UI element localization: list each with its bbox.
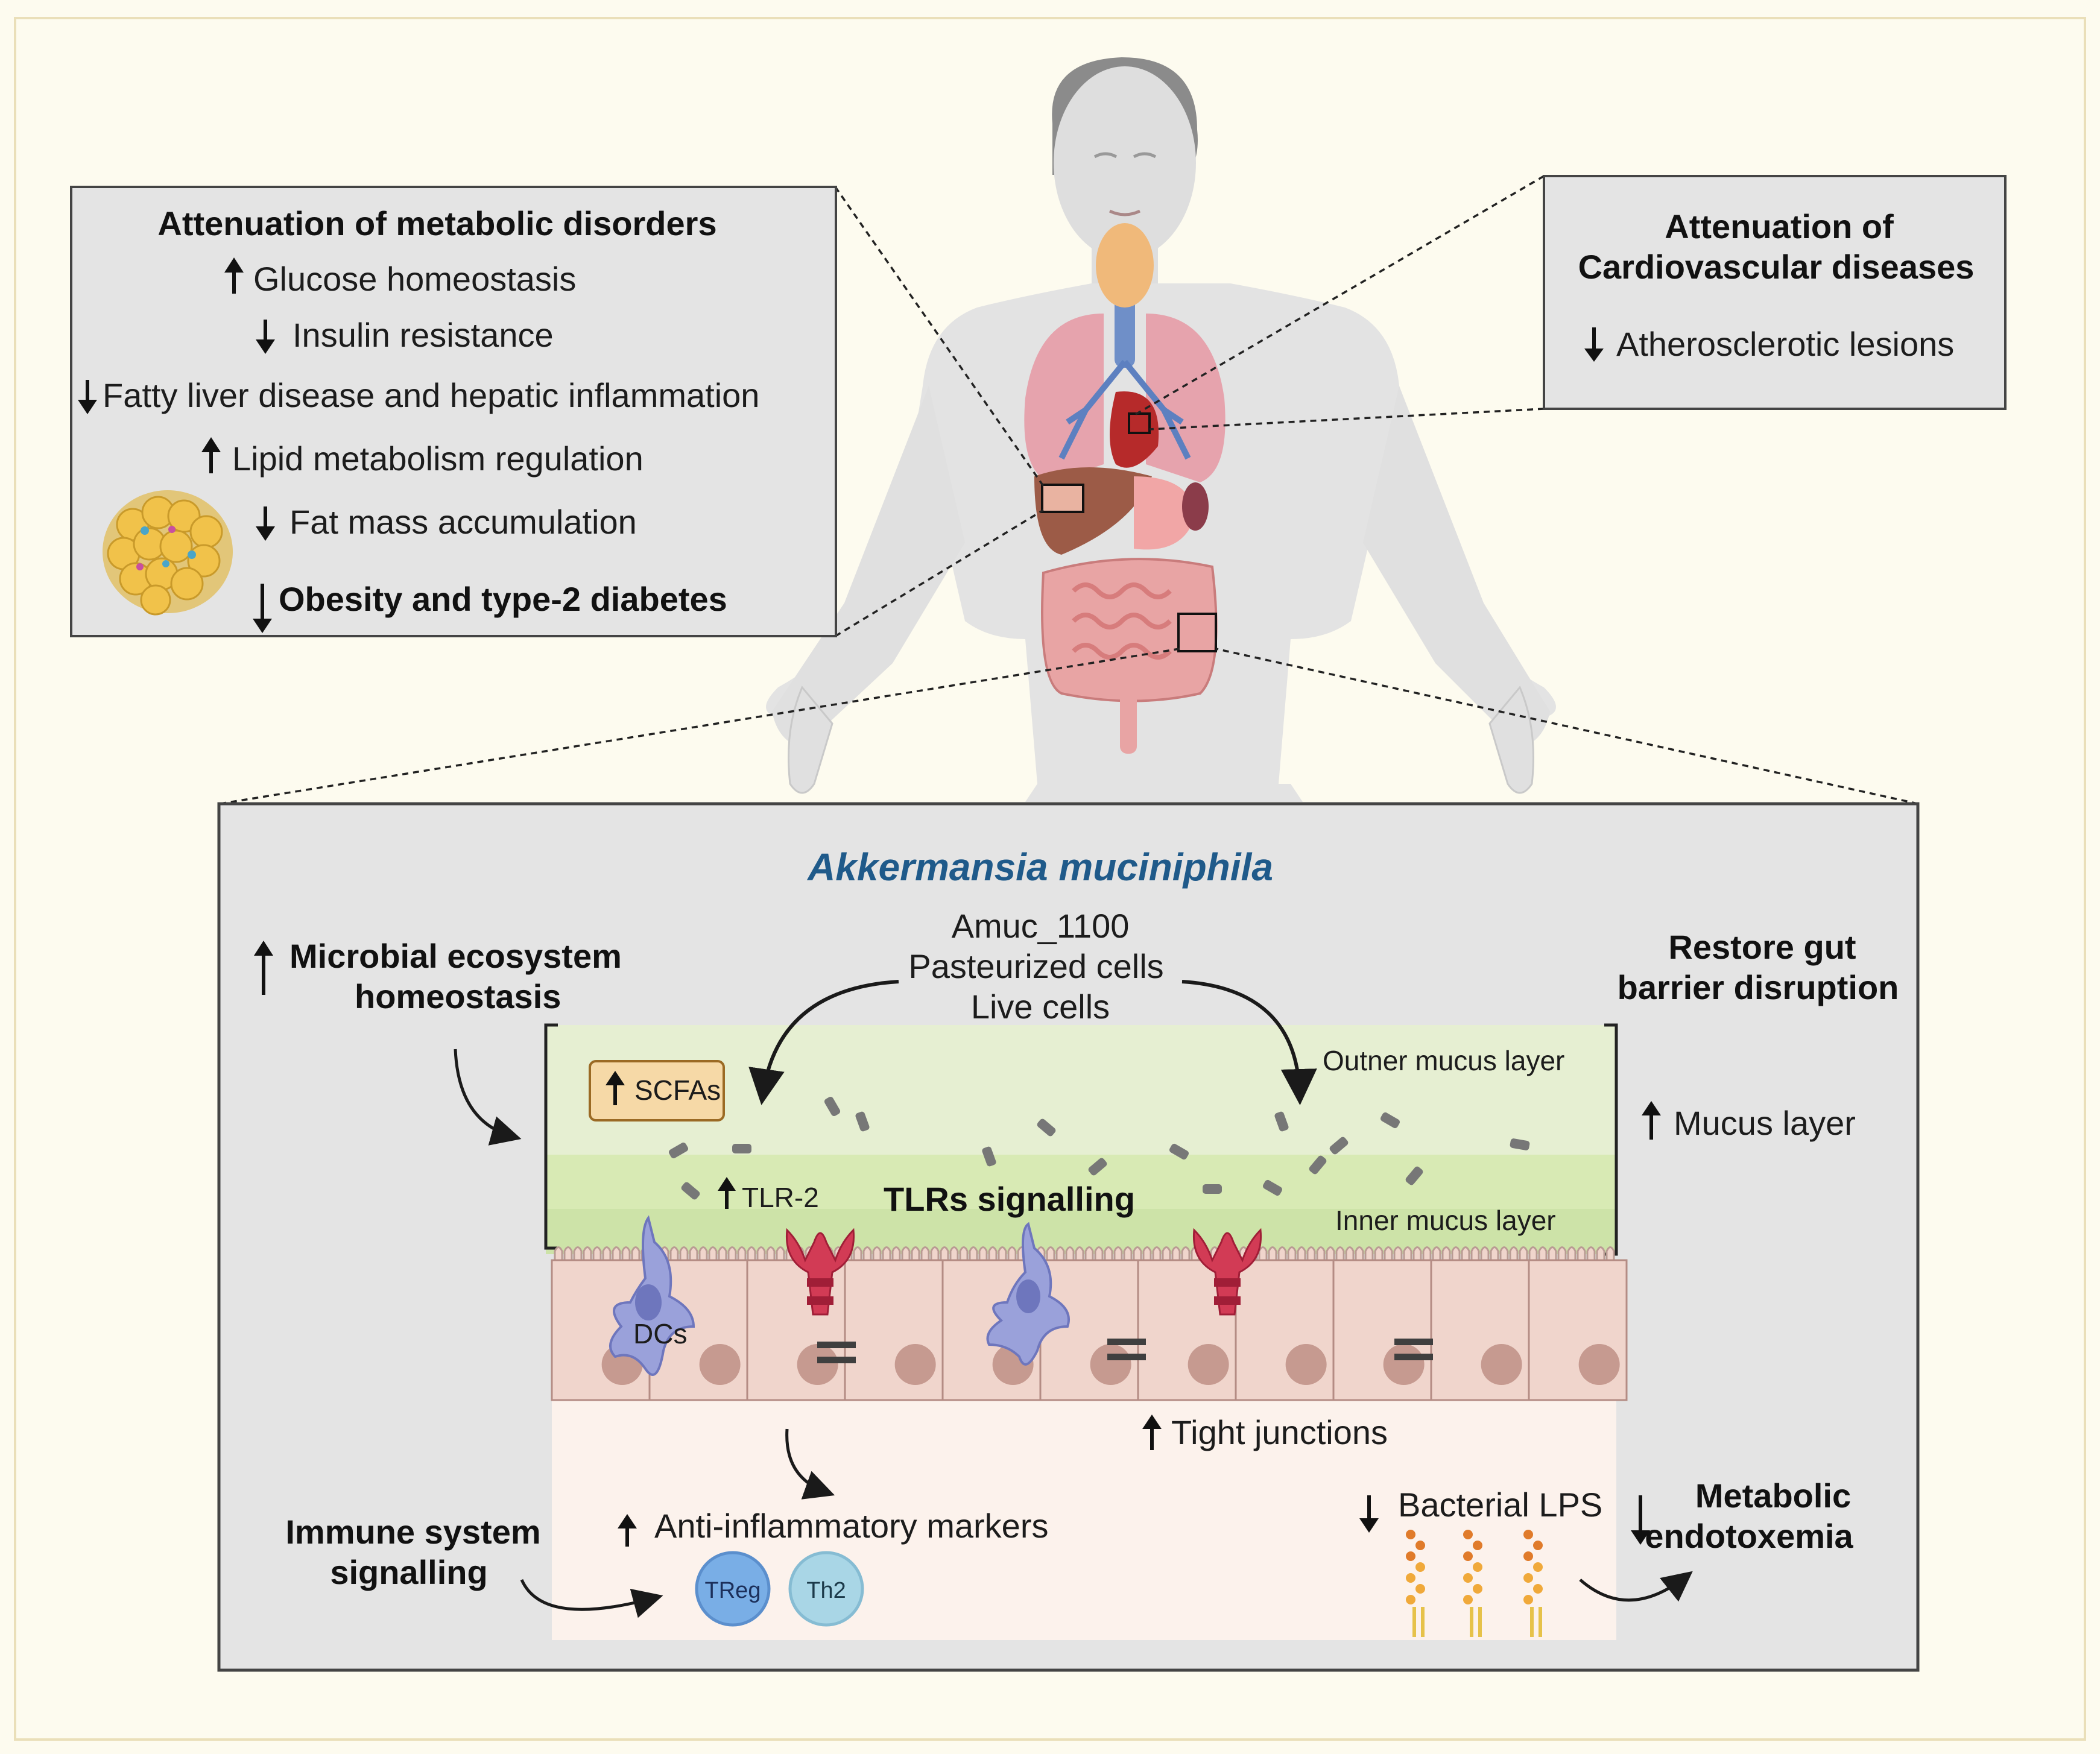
tj-arrow-up-icon [1142,1415,1162,1450]
anti-inflam-arrow-up-icon [618,1514,637,1547]
head [1054,66,1196,259]
tlr-receptors [785,1228,1262,1316]
metabolic-arrow-down-icon [256,320,275,354]
right-lung [1146,314,1226,482]
left-hand [788,686,833,794]
species-name: Akkermansia muciniphila [806,845,1273,889]
scfas-arrow-up-icon [606,1071,625,1105]
left-arm [772,386,965,748]
form-pasteurized: Pasteurized cells [908,947,1163,985]
cardio-item: Atherosclerotic lesions [1616,325,1954,363]
tlr2-label: TLR-2 [742,1182,819,1213]
immune-line2: signalling [330,1553,487,1591]
bacteria-particles [668,1096,1530,1200]
right-arm [1363,386,1550,748]
lps-arrow-down-icon [1359,1495,1379,1533]
bronchi [1058,359,1191,460]
outer-mucus-label: Outner mucus layer [1323,1045,1564,1076]
stomach [1134,476,1194,550]
metabolic-arrow-down-icon [78,380,97,414]
metabolic-item: Lipid metabolism regulation [232,440,644,478]
human-body-figure [766,57,1556,802]
metabolic-item: Insulin resistance [293,316,554,354]
treg-cell [695,1551,771,1627]
eyes [1093,152,1157,159]
restore-line2: barrier disruption [1618,968,1899,1006]
rectum [1120,687,1137,754]
form-arrow-right [1181,980,1317,1105]
thyroid [1096,223,1154,308]
dendritic-cell-2 [986,1222,1070,1366]
th2-label: Th2 [806,1578,846,1603]
microvilli [554,1246,1615,1260]
microbial-line1: Microbial ecosystem [289,937,622,975]
lps-molecules [1406,1530,1543,1637]
endotoxemia-arrow-down-icon [1631,1495,1650,1545]
restore-line1: Restore gut [1668,928,1856,966]
cardio-arrow-down-icon [1584,327,1604,362]
gut-panel: Akkermansia muciniphila Amuc_1100 Pasteu… [217,802,1920,1672]
dendritic-cell-1 [609,1215,695,1376]
lps-arrow [1579,1571,1693,1602]
mucus-layer-label: Mucus layer [1674,1104,1856,1142]
metabolic-title: Attenuation of metabolic disorders [157,204,716,242]
metabolic-endo-line1: Metabolic [1695,1477,1851,1515]
metabolic-panel: Attenuation of metabolic disorders Gluco… [70,186,837,637]
dcs-label: DCs [633,1318,687,1349]
th2-cell [788,1551,864,1627]
scfas-label: SCFAs [634,1074,721,1106]
mucus-arrow-up-icon [1642,1101,1661,1140]
metabolic-item: Fatty liver disease and hepatic inflamma… [103,376,759,414]
mouth [1109,209,1141,216]
metabolic-arrow-up-icon [224,257,244,294]
cardio-panel: Attenuation of Cardiovascular diseases A… [1543,175,2007,410]
mucus-layer-band [546,1209,1616,1254]
metabolic-item: Obesity and type-2 diabetes [279,580,727,618]
metabolic-arrow-down-icon [256,506,275,541]
legs [1025,784,1303,802]
metabolic-item: Fat mass accumulation [289,503,637,541]
tight-junctions-label: Tight junctions [1171,1413,1388,1451]
dc-to-markers-arrow [785,1428,835,1500]
spleen [1182,482,1209,531]
colon [1041,558,1218,702]
tight-junction-icons [817,1339,1433,1363]
form-amuc: Amuc_1100 [952,907,1130,945]
zoom-connectors [220,175,1918,805]
metabolic-arrow-up-icon [201,437,221,473]
small-intestine [1072,582,1172,660]
adipose-tissue-icon [103,490,233,616]
inner-mucus-label: Inner mucus layer [1335,1205,1556,1236]
tlr2-arrow-up-icon [718,1177,736,1209]
anti-inflammatory-label: Anti-inflammatory markers [654,1507,1048,1545]
form-live: Live cells [971,988,1110,1026]
treg-label: TReg [705,1578,761,1603]
right-hand [1488,686,1534,794]
immune-arrow [520,1579,663,1618]
metabolic-arrow-down-icon [253,584,272,633]
microbial-arrow-up-icon [254,941,273,995]
immune-line1: Immune system [285,1513,540,1551]
metabolic-item: Glucose homeostasis [253,260,576,298]
microbial-arrow [454,1049,522,1146]
form-arrow-left [748,980,899,1105]
microbial-line2: homeostasis [355,977,561,1015]
gut-zoom-square [1177,613,1217,652]
epithelial-cells [551,1259,1628,1401]
heart [1110,391,1159,468]
left-bracket [544,1023,558,1250]
liver-zoom-square [1041,484,1084,513]
cardio-title-line1: Attenuation of [1665,207,1894,245]
left-lung [1024,314,1104,482]
bacterial-lps-label: Bacterial LPS [1398,1486,1602,1524]
tlrs-label: TLRs signalling [884,1180,1135,1218]
metabolic-endo-line2: endotoxemia [1645,1517,1853,1555]
scfas-box [589,1060,725,1121]
cardio-title-line2: Cardiovascular diseases [1578,248,1975,286]
heart-zoom-square [1128,412,1151,434]
